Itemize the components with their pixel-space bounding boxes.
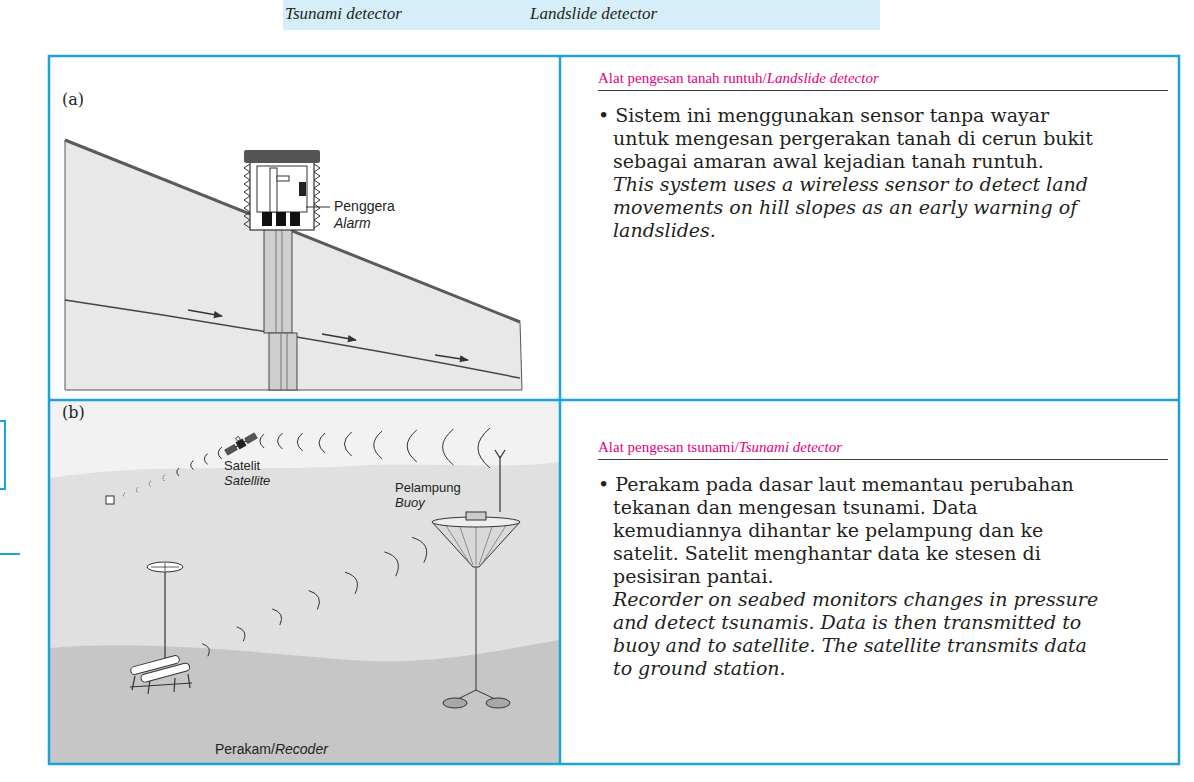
body-text: Recorder on seabed monitors changes in p… bbox=[598, 588, 1106, 680]
recorder-float bbox=[147, 562, 183, 572]
sensor-rod bbox=[276, 228, 277, 333]
panel-tag: (b) bbox=[62, 403, 85, 422]
page-tab bbox=[0, 553, 20, 555]
ground-station bbox=[106, 496, 114, 504]
recorder-mast bbox=[164, 571, 165, 658]
panel-cell: Alat pengesan tsunami/Tsunami detector • … bbox=[562, 402, 1178, 763]
signal-wave bbox=[260, 428, 490, 468]
seabed bbox=[50, 640, 559, 764]
movement-arrow bbox=[435, 355, 468, 360]
part-label: Alarm bbox=[334, 215, 371, 231]
panel-cell: Alat pengesan tanah runtuh/Landslide det… bbox=[562, 57, 1178, 398]
signal-wave bbox=[177, 447, 222, 476]
body-text: • Sistem ini menggunakan sensor tanpa wa… bbox=[598, 104, 1106, 173]
sensor-block bbox=[290, 212, 300, 226]
recorder-float bbox=[151, 563, 179, 571]
page-tab bbox=[0, 421, 5, 489]
title-band: Tsunami detector Landslide detector bbox=[283, 0, 880, 30]
sky-ground bbox=[50, 401, 559, 764]
satellite-icon bbox=[222, 429, 257, 456]
panel-cell: (b) bbox=[50, 402, 558, 763]
panel-cell: (a) bbox=[50, 57, 558, 398]
movement-arrow bbox=[322, 334, 356, 340]
body-block: • Perakam pada dasar laut memantau perub… bbox=[598, 473, 1106, 680]
sensor-tube bbox=[269, 333, 297, 390]
body-block: • Sistem ini menggunakan sensor tanpa wa… bbox=[598, 104, 1106, 242]
pendulum-arm bbox=[277, 176, 289, 181]
part-label: Satelit bbox=[224, 458, 260, 473]
text-column: Alat pengesan tanah runtuh/Landslide det… bbox=[598, 70, 1168, 242]
buoy-body bbox=[432, 522, 520, 567]
sensor-rod bbox=[287, 333, 288, 390]
sensor-block bbox=[262, 212, 272, 226]
landslide-illustration bbox=[65, 140, 522, 390]
housing-thread bbox=[244, 164, 250, 228]
band-text: Tsunami detector bbox=[285, 4, 402, 24]
sea-water bbox=[50, 462, 559, 764]
buoy-body bbox=[445, 524, 507, 565]
housing-cap bbox=[244, 150, 320, 163]
housing-thread bbox=[314, 164, 320, 228]
heading-text: Tsunami detector bbox=[739, 439, 842, 455]
text-column: Alat pengesan tsunami/Tsunami detector • … bbox=[598, 439, 1168, 680]
hill-slope bbox=[65, 140, 522, 390]
sensor-rod bbox=[282, 228, 283, 333]
panel-divider bbox=[49, 399, 1179, 402]
panel-tag: (a) bbox=[62, 90, 84, 109]
movement-arrow bbox=[188, 310, 222, 316]
sensor-housing bbox=[250, 162, 314, 230]
panel-divider bbox=[559, 56, 562, 764]
buoy-antenna bbox=[499, 456, 500, 512]
heading-text: Landslide detector bbox=[767, 70, 879, 86]
buoy-antenna bbox=[500, 450, 505, 458]
part-label: Buoy bbox=[395, 495, 425, 510]
buoy-top bbox=[466, 512, 486, 520]
part-label: Perakam/ bbox=[215, 741, 275, 757]
heading-text: Alat pengesan tsunami/ bbox=[598, 439, 739, 455]
anchor bbox=[443, 698, 467, 708]
leader-line bbox=[306, 207, 330, 208]
heading-rule: Alat pengesan tanah runtuh/Landslide det… bbox=[598, 70, 1168, 91]
recorder-unit bbox=[130, 655, 192, 694]
part-label: Satellite bbox=[224, 473, 270, 488]
part-label: Penggera bbox=[334, 198, 395, 214]
body-text: • Perakam pada dasar laut memantau perub… bbox=[598, 473, 1106, 588]
pendulum-rod bbox=[270, 168, 277, 212]
mooring-line bbox=[476, 567, 477, 690]
sensor-rod bbox=[281, 333, 282, 390]
buoy-antenna bbox=[495, 450, 500, 458]
panel-frame bbox=[49, 56, 1179, 764]
part-label: Pelampung bbox=[395, 480, 461, 495]
band-text: Landslide detector bbox=[530, 4, 657, 24]
signal-wave bbox=[123, 475, 165, 498]
sensor-block bbox=[276, 212, 286, 226]
signal-wave bbox=[202, 537, 427, 656]
sensor-chamber bbox=[257, 166, 307, 212]
sensor-tube bbox=[264, 228, 292, 333]
tsunami-illustration bbox=[106, 428, 520, 708]
heading-rule: Alat pengesan tsunami/Tsunami detector bbox=[598, 439, 1168, 460]
body-text: This system uses a wireless sensor to de… bbox=[598, 173, 1106, 242]
part-label: Recoder bbox=[275, 741, 328, 757]
anchor bbox=[486, 698, 510, 708]
heading-text: Alat pengesan tanah runtuh/ bbox=[598, 70, 767, 86]
alarm-unit bbox=[299, 182, 306, 196]
